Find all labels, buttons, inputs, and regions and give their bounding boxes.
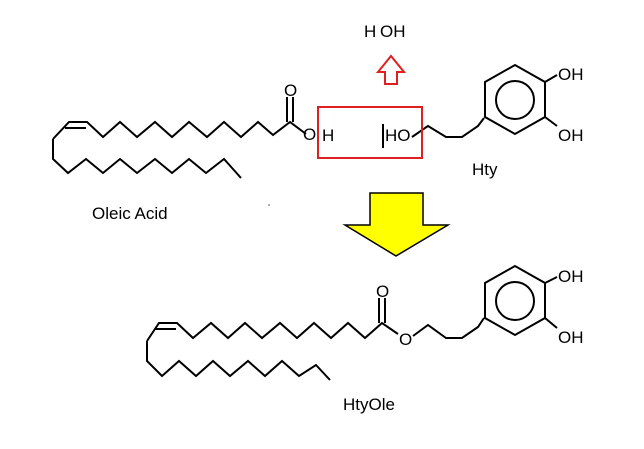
htyole-aromatic-circle xyxy=(495,281,535,321)
oleic-acid-caption: Oleic Acid xyxy=(92,204,168,223)
htyole-structure: O O OH OH HtyOle xyxy=(146,264,584,414)
hty-oh-bottom: OH xyxy=(558,126,584,145)
byproduct-oh: OH xyxy=(380,22,406,41)
hty-oh-top-bond xyxy=(544,74,558,83)
hty-caption: Hty xyxy=(472,160,498,179)
htyole-caption: HtyOle xyxy=(343,395,395,414)
htyole-upper-chain xyxy=(146,321,399,342)
htyole-carbonyl-o: O xyxy=(376,282,389,301)
hty-oh-bottom-bond xyxy=(544,116,558,127)
water-release-arrow xyxy=(375,54,407,85)
hty-side-chain xyxy=(411,117,485,138)
reaction-arrow xyxy=(342,192,451,257)
htyole-linker xyxy=(412,317,485,339)
hty-ho-group: HO xyxy=(385,126,411,145)
hydroxytyrosol-structure: OH OH HO Hty xyxy=(385,63,584,179)
water-elimination-highlight-box xyxy=(317,106,423,159)
byproduct-h: H xyxy=(364,22,376,41)
oleic-acid-carbonyl-o: O xyxy=(284,81,297,100)
htyole-benzene-ring xyxy=(484,264,546,337)
oleic-acid-ester-o: O xyxy=(303,125,316,144)
oleic-acid-acid-h: H xyxy=(322,126,334,145)
htyole-ester-o: O xyxy=(399,330,412,349)
stray-dot xyxy=(268,204,270,206)
htyole-oh-top-bond xyxy=(544,276,558,284)
htyole-oh-top: OH xyxy=(558,267,584,286)
htyole-oh-bottom-bond xyxy=(544,317,558,329)
hty-aromatic-circle xyxy=(495,80,535,120)
oleic-acid-upper-chain xyxy=(52,120,307,140)
oleic-acid-structure: O O H Oleic Acid xyxy=(52,81,334,223)
htyole-lower-chain xyxy=(146,341,331,381)
oleic-acid-lower-chain xyxy=(52,139,242,179)
hty-benzene-ring xyxy=(484,63,546,136)
htyole-oh-bottom: OH xyxy=(558,328,584,347)
hty-oh-top: OH xyxy=(558,65,584,84)
